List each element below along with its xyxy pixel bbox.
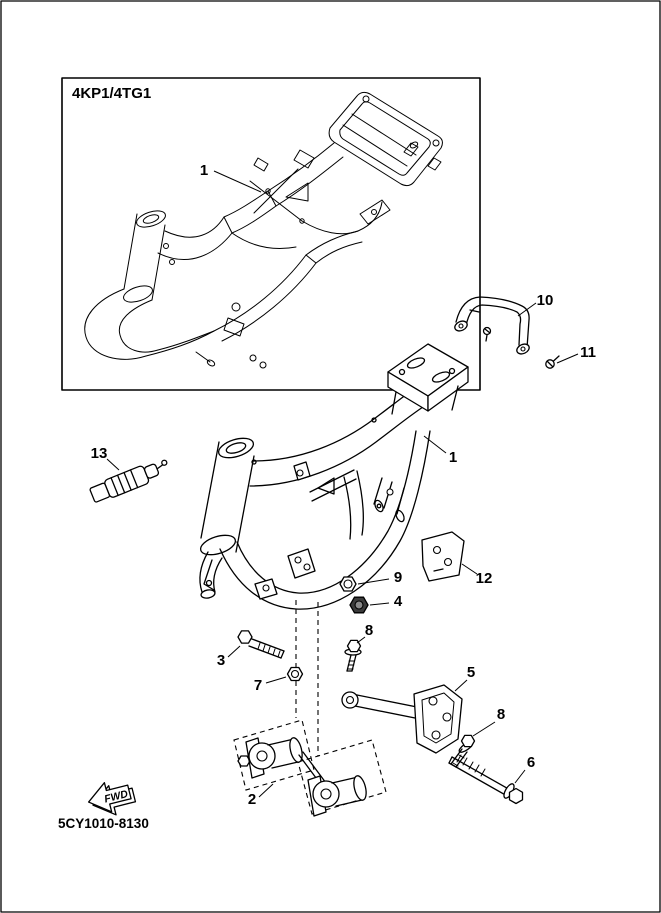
callout-label-8: 8: [497, 706, 505, 723]
callout-leader-5: [454, 679, 468, 692]
part-9-nut: [339, 576, 357, 592]
callout-label-12: 12: [476, 570, 493, 587]
part-11-screw: [545, 355, 560, 369]
callout-leader-6: [514, 769, 526, 784]
callout-leader-3: [227, 645, 241, 658]
callout-leader-1: [423, 435, 447, 454]
part-10-handle: [454, 296, 530, 355]
callout-leader-8: [472, 721, 496, 737]
callout-label-11: 11: [580, 344, 596, 361]
callout-label-1: 1: [449, 449, 457, 466]
main-frame-art: [199, 343, 469, 610]
part-8-bolt-upper: [344, 639, 362, 672]
callout-label-9: 9: [394, 569, 402, 586]
callout-label-10: 10: [537, 292, 554, 309]
callout-leader-9: [357, 578, 390, 585]
assembly-guide-lines: [233, 600, 387, 815]
part-4-damper-nut: [349, 596, 369, 614]
fwd-arrow: FWD: [87, 782, 137, 816]
callout-leader-4: [369, 602, 390, 606]
callout-leader-13: [106, 458, 120, 471]
part-13-sensor: [89, 459, 168, 503]
part-2-mount-assembly: [237, 737, 367, 817]
inset-frame-art: [84, 91, 443, 369]
part-3-bolt: [237, 630, 285, 659]
callout-leader-12: [461, 563, 478, 575]
callout-label-13: 13: [91, 445, 108, 462]
callout-label-1: 1: [200, 162, 208, 179]
callout-label-5: 5: [467, 664, 475, 681]
callout-label-8: 8: [365, 622, 373, 639]
part-12-plate: [421, 531, 465, 582]
callout-label-3: 3: [217, 652, 225, 669]
fwd-label: FWD: [103, 788, 130, 806]
callout-label-6: 6: [527, 754, 535, 771]
callout-label-7: 7: [254, 677, 262, 694]
variant-code: 4KP1/4TG1: [72, 85, 151, 102]
part-5-bracket: [413, 684, 463, 754]
callout-leader-11: [556, 353, 579, 364]
diagram-code: 5CY1010-8130: [58, 816, 149, 831]
callout-leader-2: [258, 783, 274, 798]
callout-leader-7: [265, 676, 287, 684]
callout-leader-1: [213, 170, 262, 193]
callout-leader-10: [517, 302, 537, 317]
callout-label-4: 4: [394, 593, 403, 610]
part-6-bolt: [448, 754, 524, 805]
inset-box: 4KP1/4TG1: [61, 77, 481, 391]
callout-label-2: 2: [248, 791, 256, 808]
part-7-nut: [286, 666, 304, 682]
callout-leader-8: [356, 636, 366, 644]
